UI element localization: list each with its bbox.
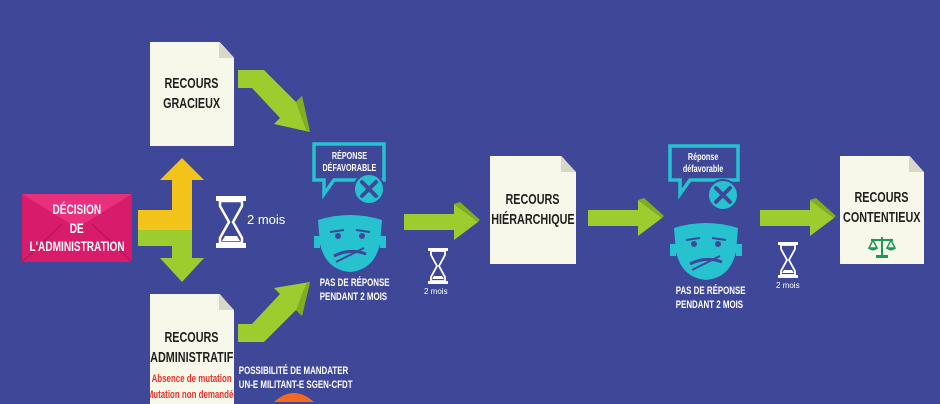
- recours-administratif-line-1: RECOURS: [164, 329, 219, 346]
- envelope-icon: [21, 194, 133, 263]
- decision-envelope: DÉCISION DE L'ADMINISTRATION: [21, 194, 133, 263]
- arrow-icon: [238, 70, 310, 132]
- arrow-icon: [138, 230, 204, 282]
- delay-main-label: 2 mois: [247, 212, 286, 227]
- doc-fold: [909, 156, 924, 172]
- speech-bubble-icon: [668, 144, 740, 200]
- recours-administratif-line-2: ADMINISTRATIF: [150, 349, 234, 367]
- face-icon: [670, 223, 742, 280]
- pas-de-reponse-2: PAS DE RÉPONSE PENDANT 2 MOIS: [664, 284, 748, 313]
- scale-icon: [867, 236, 897, 258]
- reponse2-line-1: Réponse: [687, 152, 719, 163]
- hourglass-icon: [428, 248, 448, 284]
- recours-hierarchique-doc: RECOURS HIÉRARCHIQUE: [490, 156, 576, 264]
- doc-fold: [561, 156, 576, 172]
- speech-bubble-icon: [312, 142, 386, 200]
- reponse-line-2: DÉFAVORABLE: [322, 163, 376, 174]
- doc-fold: [219, 42, 234, 58]
- recours-contentieux-doc: RECOURS CONTENTIEUX: [840, 156, 924, 264]
- recours-contentieux-line-2: CONTENTIEUX: [843, 209, 921, 227]
- arrow-icon: [238, 282, 310, 342]
- decision-line-3: L'ADMINISTRATION: [29, 238, 125, 255]
- pas-de-reponse-line-2: PENDANT 2 MOIS: [319, 291, 388, 304]
- recours-contentieux-line-1: RECOURS: [854, 189, 909, 206]
- delay-small-1: 2 mois: [424, 287, 448, 296]
- x-circle-icon: [707, 179, 739, 211]
- arrow-icon: [138, 158, 204, 230]
- pas-de-reponse2-line-2: PENDANT 2 MOIS: [675, 299, 744, 312]
- mandater-note: POSSIBILITÉ DE MANDATER UN-E MILITANT-E …: [222, 364, 353, 393]
- reponse-line-1: RÉPONSE: [331, 151, 367, 162]
- reponse-defavorable-1: RÉPONSE DÉFAVORABLE: [318, 146, 380, 180]
- delay-small-2: 2 mois: [776, 281, 800, 290]
- arrow-icon: [404, 202, 480, 240]
- split-arrows: [138, 158, 204, 282]
- note-mutation-non-demandee: Mutation non demandée: [146, 389, 238, 402]
- orange-badge: [274, 393, 314, 402]
- note-absence-mutation: Absence de mutation: [151, 373, 233, 386]
- recours-gracieux-line-1: RECOURS: [164, 74, 219, 92]
- recours-hierarchique-line-1: RECOURS: [505, 190, 560, 208]
- face-icon: [314, 215, 386, 272]
- decision-line-2: DE: [69, 219, 84, 236]
- decision-line-1: DÉCISION: [52, 200, 102, 217]
- pas-de-reponse-line-1: PAS DE RÉPONSE: [319, 277, 390, 289]
- recours-gracieux-line-2: GRACIEUX: [163, 95, 221, 112]
- decision-label: DÉCISION DE L'ADMINISTRATION: [22, 194, 132, 262]
- hourglass-icon: [216, 196, 246, 248]
- reponse-defavorable-2: Réponse défavorable: [672, 148, 734, 180]
- arrow-icon: [588, 198, 664, 236]
- recours-hierarchique-line-2: HIÉRARCHIQUE: [491, 211, 575, 228]
- mandater-line-2: UN-E MILITANT-E SGEN-CFDT: [238, 379, 353, 392]
- recours-administratif-doc: RECOURS ADMINISTRATIF Absence de mutatio…: [150, 294, 234, 404]
- x-circle-icon: [353, 173, 385, 205]
- mandater-line-1: POSSIBILITÉ DE MANDATER: [238, 365, 349, 377]
- reponse2-line-2: défavorable: [682, 164, 724, 175]
- arrow-icon: [760, 198, 836, 236]
- doc-fold: [219, 294, 234, 310]
- pas-de-reponse-1: PAS DE RÉPONSE PENDANT 2 MOIS: [308, 276, 392, 305]
- recours-gracieux-doc: RECOURS GRACIEUX: [150, 42, 234, 146]
- hourglass-icon: [778, 242, 798, 278]
- pas-de-reponse2-line-1: PAS DE RÉPONSE: [675, 285, 746, 297]
